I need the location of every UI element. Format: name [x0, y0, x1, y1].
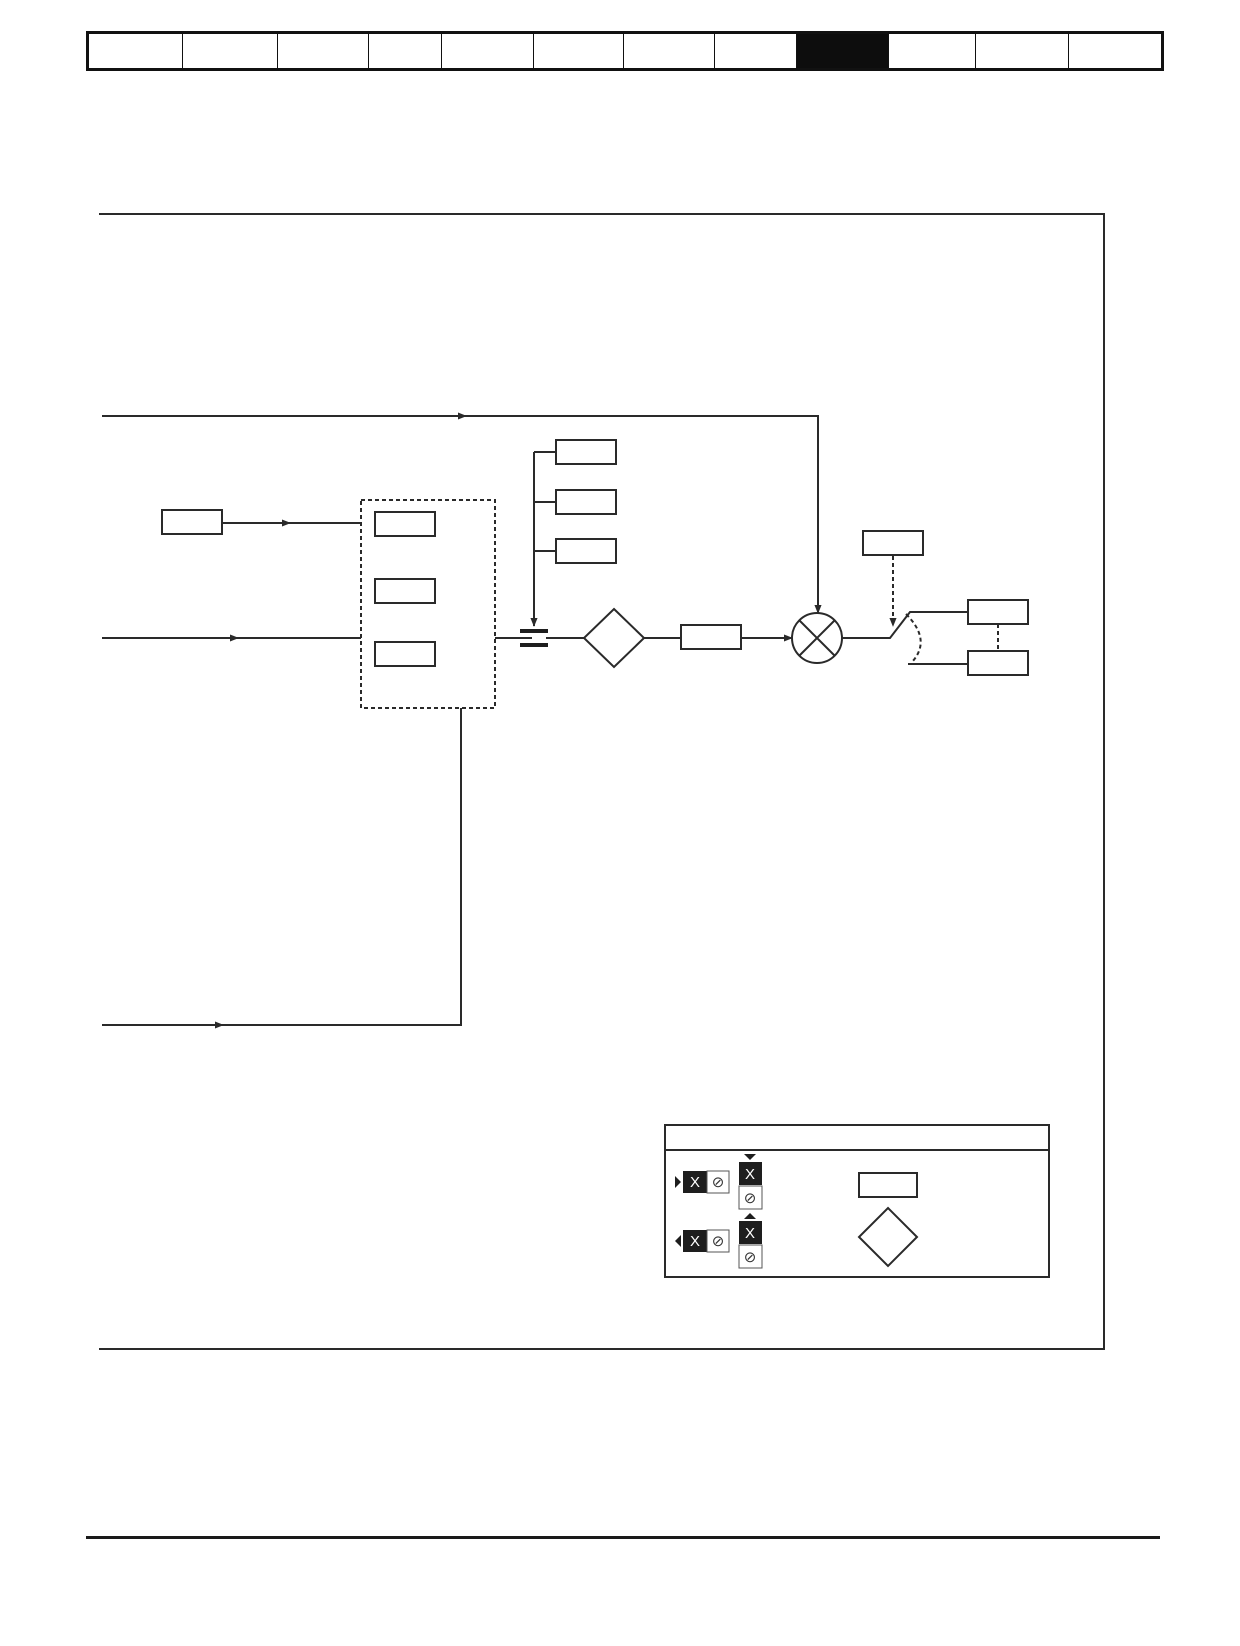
param-box-output-1	[967, 599, 1029, 625]
section-tab-bar	[86, 31, 1164, 71]
param-box-switch-control	[862, 530, 924, 556]
legend-input-unset-symbol-icon: ⊘	[712, 1174, 725, 1191]
section-tab-8[interactable]	[715, 34, 797, 68]
section-tab-7[interactable]	[624, 34, 715, 68]
section-tab-9-active[interactable]	[797, 34, 889, 68]
section-tab-5[interactable]	[442, 34, 534, 68]
legend-input-terminal-vertical	[739, 1162, 762, 1185]
legend-output-unset-vertical	[738, 1244, 763, 1269]
param-box-source	[161, 509, 223, 535]
legend-input-unset-vertical-icon: ⊘	[744, 1190, 757, 1207]
param-box-ramp	[680, 624, 742, 650]
section-tab-3[interactable]	[278, 34, 369, 68]
legend-output-up-arrow-icon	[744, 1213, 756, 1219]
legend-output-terminal-vertical	[739, 1221, 762, 1244]
top-input-line	[102, 415, 819, 613]
bus-line	[533, 451, 556, 626]
param-box-selector-3	[374, 641, 436, 667]
switch-arc-dotted	[905, 613, 922, 663]
legend-output-arrow-icon	[675, 1235, 681, 1247]
diagram-frame	[99, 213, 1105, 1350]
legend-output-unset-vertical-icon: ⊘	[744, 1249, 757, 1266]
legend-input-arrow-icon	[675, 1176, 681, 1188]
legend-output-unset	[706, 1229, 730, 1253]
legend-input-down-arrow-icon	[744, 1154, 756, 1160]
selector-block	[360, 499, 496, 709]
param-box-bus-2	[555, 489, 617, 515]
section-tab-4[interactable]	[369, 34, 442, 68]
legend-output-terminal-label: X	[690, 1233, 700, 1250]
param-box-output-2	[967, 650, 1029, 676]
section-tab-2[interactable]	[183, 34, 278, 68]
param-box-bus-1	[555, 439, 617, 465]
section-tab-6[interactable]	[534, 34, 624, 68]
multiplier-symbol	[791, 612, 843, 664]
legend-parameter-box	[858, 1172, 918, 1198]
legend-input-unset	[706, 1170, 730, 1194]
legend-key: X ⊘ X ⊘ X ⊘ X ⊘	[664, 1124, 1050, 1278]
legend-input-unset-vertical	[738, 1185, 763, 1210]
section-tab-1[interactable]	[89, 34, 183, 68]
legend-output-terminal-vertical-label: X	[745, 1225, 755, 1242]
param-box-selector-1	[374, 511, 436, 537]
legend-diamond	[857, 1206, 919, 1268]
diamond-block	[582, 607, 646, 669]
param-box-selector-2	[374, 578, 436, 604]
legend-input-terminal-label: X	[690, 1174, 700, 1191]
capacitor-symbol	[520, 629, 548, 647]
legend-output-terminal	[683, 1230, 707, 1252]
legend-output-unset-symbol-icon: ⊘	[712, 1233, 725, 1250]
bottom-input-line	[102, 708, 462, 1026]
param-box-bus-3	[555, 538, 617, 564]
section-tab-10[interactable]	[889, 34, 976, 68]
legend-input-terminal-vertical-label: X	[745, 1166, 755, 1183]
multiplier-output-line	[842, 611, 968, 639]
legend-input-terminal	[683, 1171, 707, 1193]
section-tab-11[interactable]	[976, 34, 1069, 68]
footer-rule	[86, 1536, 1160, 1539]
